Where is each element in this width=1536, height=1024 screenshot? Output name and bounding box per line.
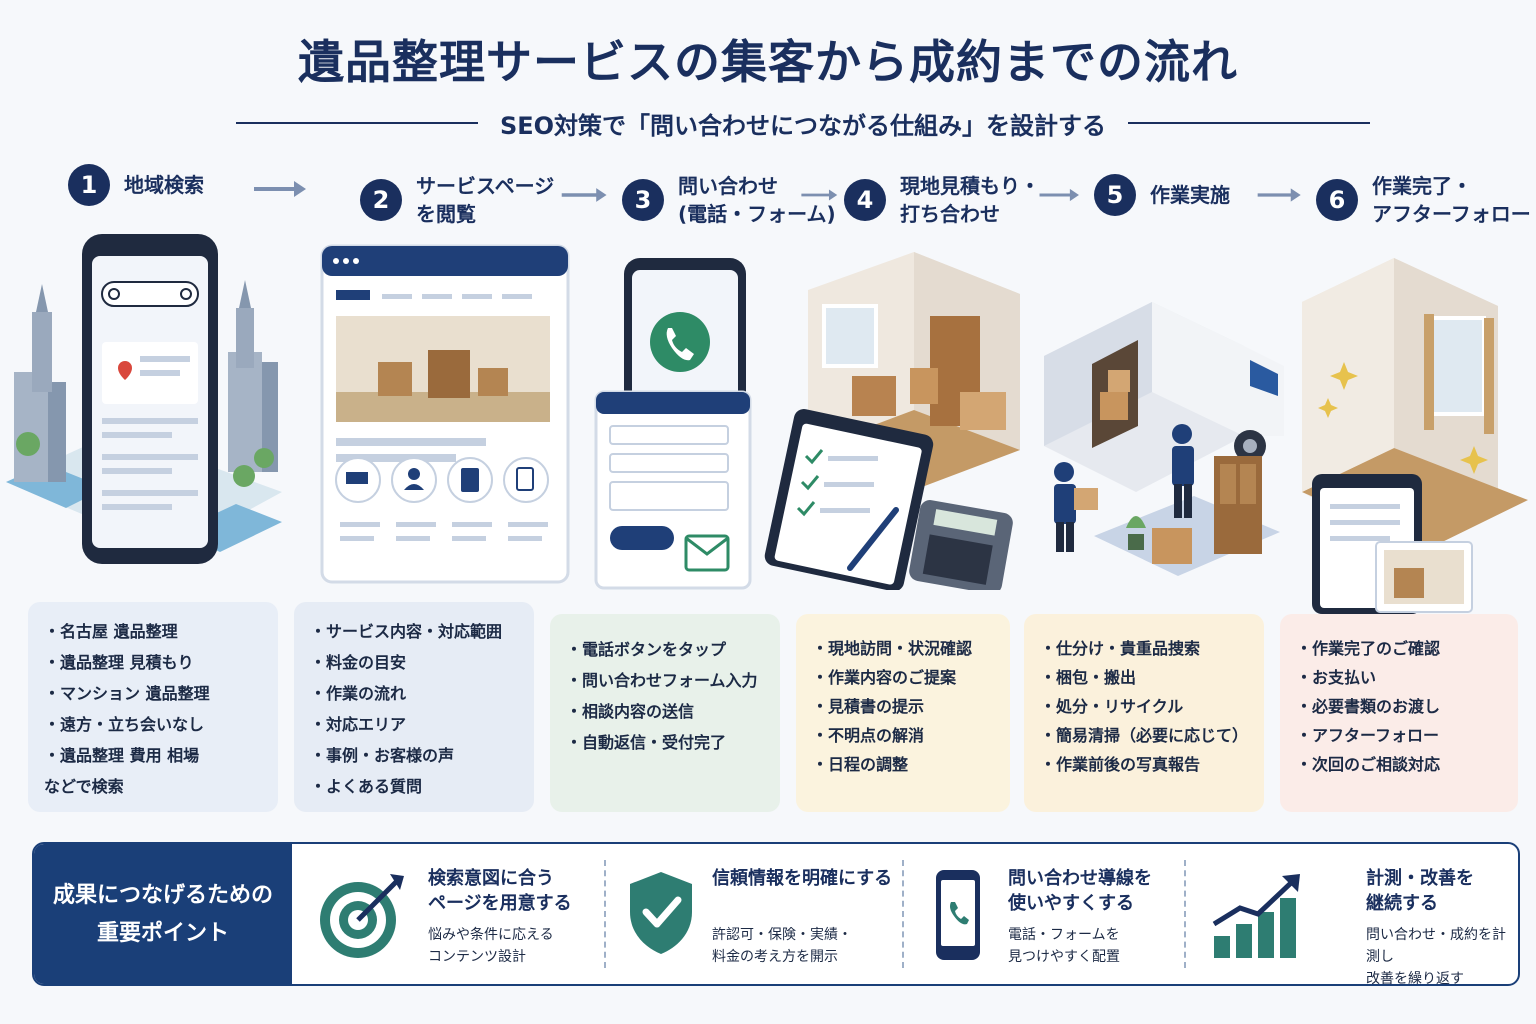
step-number: 3 — [622, 179, 664, 221]
list-item: 作業内容のご提案 — [812, 663, 998, 692]
clean-room-illustration — [1302, 258, 1528, 614]
card-list: 作業完了のご確認 お支払い 必要書類のお渡し アフターフォロー 次回のご相談対応 — [1296, 634, 1506, 779]
key-point-1: 検索意図に合う ページを用意する 悩みや条件に応える コンテンツ設計 — [314, 844, 604, 984]
list-item: 作業完了のご確認 — [1296, 634, 1506, 663]
step-4-header: 4 現地見積もり・ 打ち合わせ — [844, 172, 1040, 228]
step-number: 6 — [1316, 179, 1358, 221]
step-3-card: 電話ボタンをタップ 問い合わせフォーム入力 相談内容の送信 自動返信・受付完了 — [550, 614, 780, 812]
step-1-header: 1 地域検索 — [68, 164, 204, 206]
list-item: 遠方・立ち会いなし — [44, 709, 266, 740]
step-4-card: 現地訪問・状況確認 作業内容のご提案 見積書の提示 不明点の解消 日程の調整 — [796, 614, 1010, 812]
subtitle: SEO対策で「問い合わせにつながる仕組み」を設計する — [499, 111, 1107, 140]
list-item: 梱包・搬出 — [1040, 663, 1252, 692]
growth-chart-icon — [1212, 874, 1300, 958]
point-desc: 許認可・保険・実績・ 料金の考え方を開示 — [712, 927, 852, 965]
card-footer: などで検索 — [44, 777, 124, 796]
shield-check-icon — [630, 872, 692, 954]
arrow-right-icon — [801, 189, 838, 201]
step-number: 2 — [360, 179, 402, 221]
divider — [604, 860, 606, 968]
list-item: 遺品整理 見積もり — [44, 647, 266, 678]
list-item: 不明点の解消 — [812, 721, 998, 750]
list-item: 電話ボタンをタップ — [566, 634, 768, 665]
step-number: 1 — [68, 164, 110, 206]
list-item: アフターフォロー — [1296, 721, 1506, 750]
list-item: 相談内容の送信 — [566, 696, 768, 727]
service-page-browser-illustration — [320, 244, 570, 584]
list-item: 事例・お客様の声 — [310, 740, 522, 771]
list-item: お支払い — [1296, 663, 1506, 692]
card-list: 現地訪問・状況確認 作業内容のご提案 見積書の提示 不明点の解消 日程の調整 — [812, 634, 998, 779]
card-list: 名古屋 遺品整理 遺品整理 見積もり マンション 遺品整理 遠方・立ち会いなし … — [44, 616, 266, 771]
list-item: 次回のご相談対応 — [1296, 750, 1506, 779]
step-5-header: 5 作業実施 — [1094, 174, 1230, 216]
smartphone-search-illustration — [6, 234, 282, 564]
step-label: サービスページ を閲覧 — [416, 174, 555, 226]
point-desc: 悩みや条件に応える コンテンツ設計 — [428, 927, 554, 965]
arrow-right-icon — [561, 188, 607, 202]
step-6-header: 6 作業完了・ アフターフォロー — [1316, 172, 1531, 228]
arrow-right-icon — [1039, 188, 1079, 202]
step-3-header: 3 問い合わせ (電話・フォーム) — [622, 172, 836, 228]
point-desc: 電話・フォームを 見つけやすく配置 — [1008, 927, 1120, 965]
step-number: 5 — [1094, 174, 1136, 216]
target-icon — [320, 874, 404, 958]
key-point-4: 計測・改善を 継続する 問い合わせ・成約を計測し 改善を繰り返す — [1210, 844, 1516, 984]
step-label: 現地見積もり・ 打ち合わせ — [900, 174, 1040, 226]
subtitle-row: SEO対策で「問い合わせにつながる仕組み」を設計する — [236, 106, 1370, 140]
phone-and-form-illustration — [594, 258, 752, 590]
list-item: 必要書類のお渡し — [1296, 692, 1506, 721]
list-item: 名古屋 遺品整理 — [44, 616, 266, 647]
divider — [902, 860, 904, 968]
list-item: よくある質問 — [310, 771, 522, 802]
phone-icon — [936, 870, 980, 960]
step-2-header: 2 サービスページ を閲覧 — [360, 172, 554, 228]
card-list: 電話ボタンをタップ 問い合わせフォーム入力 相談内容の送信 自動返信・受付完了 — [566, 634, 768, 758]
list-item: 日程の調整 — [812, 750, 998, 779]
key-point-2: 信頼情報を明確にする 許認可・保険・実績・ 料金の考え方を開示 — [626, 844, 896, 984]
key-points-panel: 成果につなげるための 重要ポイント 検索意図に合う ページを用意する 悩みや条件… — [32, 842, 1520, 986]
step-label: 地域検索 — [124, 173, 204, 197]
point-desc: 問い合わせ・成約を計測し 改善を繰り返す — [1366, 927, 1506, 986]
list-item: 遺品整理 費用 相場 — [44, 740, 266, 771]
step-1-card: 名古屋 遺品整理 遺品整理 見積もり マンション 遺品整理 遠方・立ち会いなし … — [28, 602, 278, 812]
list-item: 料金の目安 — [310, 647, 522, 678]
step-6-card: 作業完了のご確認 お支払い 必要書類のお渡し アフターフォロー 次回のご相談対応 — [1280, 614, 1518, 812]
list-item: サービス内容・対応範囲 — [310, 616, 522, 647]
key-point-3: 問い合わせ導線を 使いやすくする 電話・フォームを 見つけやすく配置 — [932, 844, 1182, 984]
list-item: 仕分け・貴重品捜索 — [1040, 634, 1252, 663]
step-label: 問い合わせ (電話・フォーム) — [678, 174, 836, 226]
divider-right — [1128, 122, 1370, 124]
card-list: 仕分け・貴重品捜索 梱包・搬出 処分・リサイクル 簡易清掃（必要に応じて） 作業… — [1040, 634, 1252, 779]
page-title: 遺品整理サービスの集客から成約までの流れ — [298, 35, 1238, 89]
step-label: 作業実施 — [1150, 183, 1230, 207]
divider-left — [236, 122, 478, 124]
key-points-heading: 成果につなげるための 重要ポイント — [34, 844, 292, 984]
moving-truck-illustration — [1044, 302, 1284, 576]
point-title: 検索意図に合う ページを用意する — [428, 868, 572, 914]
estimate-room-illustration — [764, 252, 1020, 590]
point-title: 信頼情報を明確にする — [712, 868, 893, 889]
arrow-right-icon — [1257, 188, 1301, 202]
step-2-card: サービス内容・対応範囲 料金の目安 作業の流れ 対応エリア 事例・お客様の声 よ… — [294, 602, 534, 812]
point-title: 問い合わせ導線を 使いやすくする — [1008, 868, 1152, 914]
list-item: 自動返信・受付完了 — [566, 727, 768, 758]
point-title: 計測・改善を 継続する — [1366, 868, 1474, 914]
list-item: 見積書の提示 — [812, 692, 998, 721]
arrow-right-icon — [254, 181, 306, 197]
list-item: 問い合わせフォーム入力 — [566, 665, 768, 696]
list-item: 作業前後の写真報告 — [1040, 750, 1252, 779]
step-label: 作業完了・ アフターフォロー — [1372, 174, 1531, 226]
list-item: 作業の流れ — [310, 678, 522, 709]
list-item: 対応エリア — [310, 709, 522, 740]
card-list: サービス内容・対応範囲 料金の目安 作業の流れ 対応エリア 事例・お客様の声 よ… — [310, 616, 522, 802]
list-item: 処分・リサイクル — [1040, 692, 1252, 721]
list-item: 現地訪問・状況確認 — [812, 634, 998, 663]
list-item: マンション 遺品整理 — [44, 678, 266, 709]
divider — [1184, 860, 1186, 968]
step-number: 4 — [844, 179, 886, 221]
step-5-card: 仕分け・貴重品捜索 梱包・搬出 処分・リサイクル 簡易清掃（必要に応じて） 作業… — [1024, 614, 1264, 812]
list-item: 簡易清掃（必要に応じて） — [1040, 721, 1252, 750]
